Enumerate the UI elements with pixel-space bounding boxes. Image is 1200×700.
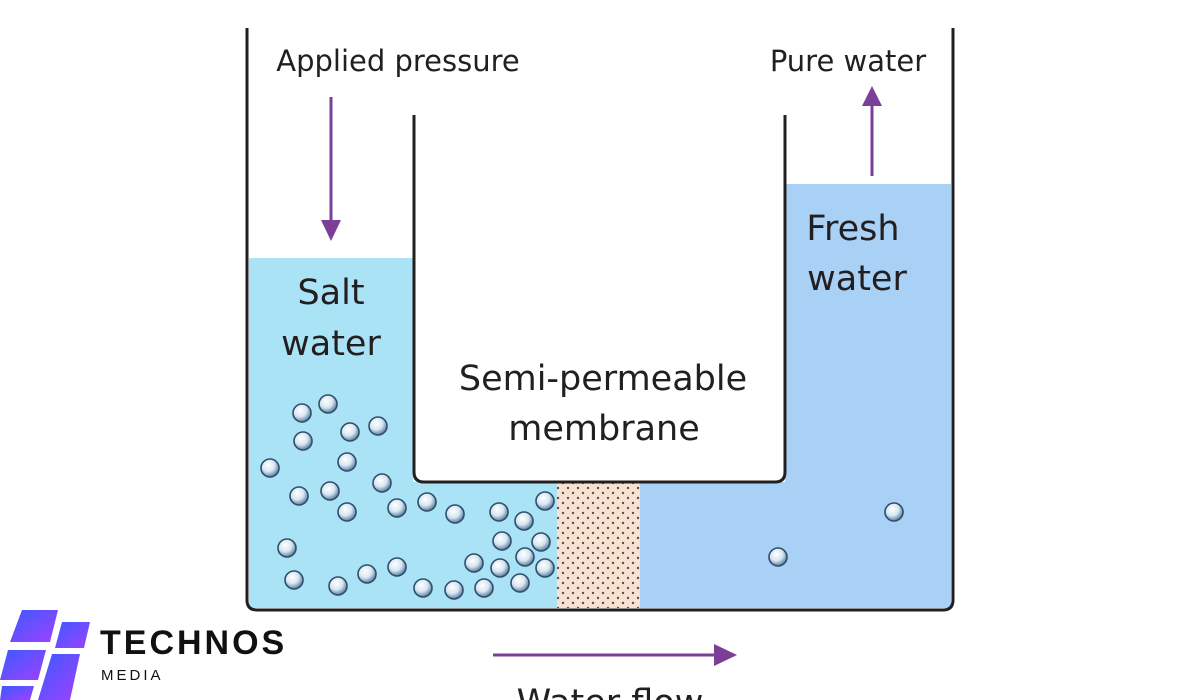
water-molecule (884, 502, 904, 522)
water-molecule (417, 492, 437, 512)
water-molecule (515, 547, 535, 567)
salt-water-label-line2: water (281, 324, 381, 364)
container-inner-wall (412, 115, 787, 484)
water-molecule (387, 557, 407, 577)
container-outer-wall (245, 28, 955, 612)
water-molecule (320, 481, 340, 501)
water-flow-label: Water flow (517, 683, 704, 700)
water-molecule (514, 511, 534, 531)
water-molecule (492, 531, 512, 551)
water-molecule (337, 502, 357, 522)
water-molecule (445, 504, 465, 524)
water-molecule (444, 580, 464, 600)
molecules-group (260, 394, 904, 600)
technos-media-logo: TECHNOS MEDIA (0, 600, 320, 700)
water-molecule (768, 547, 788, 567)
technos-logo-icon (0, 610, 90, 700)
water-molecule (277, 538, 297, 558)
water-molecule (289, 486, 309, 506)
water-molecule (531, 532, 551, 552)
water-molecule (510, 573, 530, 593)
water-molecule (337, 452, 357, 472)
water-molecule (340, 422, 360, 442)
water-molecule (413, 578, 433, 598)
logo-name: TECHNOS (100, 624, 288, 662)
water-molecule (260, 458, 280, 478)
membrane-dots (557, 482, 640, 608)
water-molecule (357, 564, 377, 584)
water-molecule (474, 578, 494, 598)
pure-water-label: Pure water (770, 44, 926, 78)
water-molecule (292, 403, 312, 423)
fresh-water-region (640, 184, 951, 608)
water-molecule (490, 558, 510, 578)
water-flow-arrow (493, 644, 737, 666)
applied-pressure-arrow (321, 97, 341, 241)
water-molecule (535, 558, 555, 578)
water-molecule (372, 473, 392, 493)
logo-subtitle: MEDIA (101, 667, 164, 684)
water-molecule (328, 576, 348, 596)
water-molecule (489, 502, 509, 522)
pure-water-arrow (862, 86, 882, 176)
water-molecule (368, 416, 388, 436)
water-molecule (464, 553, 484, 573)
fresh-water-label-line1: Fresh (806, 209, 899, 249)
water-molecule (293, 431, 313, 451)
salt-water-label-line1: Salt (297, 273, 364, 313)
water-molecule (284, 570, 304, 590)
membrane-label-line1: Semi-permeable (459, 359, 747, 399)
membrane-label-line2: membrane (508, 409, 700, 449)
water-molecule (318, 394, 338, 414)
fresh-water-label-line2: water (807, 259, 907, 299)
salt-water-region (249, 258, 557, 608)
applied-pressure-label: Applied pressure (276, 44, 520, 78)
water-molecule (535, 491, 555, 511)
water-molecule (387, 498, 407, 518)
